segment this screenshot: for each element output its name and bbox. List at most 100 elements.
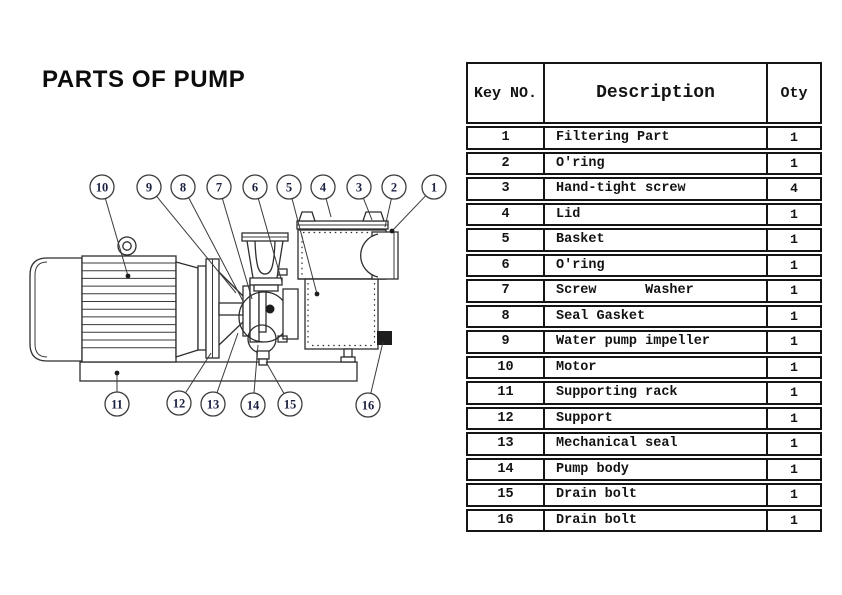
header-description: Description [545, 64, 768, 122]
key-cell: 12 [468, 408, 545, 428]
leader-line-1 [391, 195, 427, 232]
desc-cell: O'ring [545, 153, 768, 173]
callout-9 [136, 174, 162, 200]
callout-label-6: 6 [252, 180, 258, 194]
desc-cell: Seal Gasket [545, 306, 768, 326]
motor-fins [82, 262, 176, 349]
callout-label-15: 15 [284, 397, 297, 411]
pump-body [238, 268, 299, 366]
callout-16 [355, 392, 381, 418]
leader-dot-5 [314, 291, 320, 297]
callout-6 [242, 174, 268, 200]
callout-label-8: 8 [180, 180, 186, 194]
qty-cell: 1 [790, 461, 798, 477]
callout-label-16: 16 [362, 398, 375, 412]
desc-cell: Basket [545, 230, 768, 250]
leader-line-8 [188, 197, 244, 302]
qty-cell: 1 [790, 385, 798, 401]
desc-cell: Drain bolt [545, 510, 768, 530]
impeller-nut [265, 304, 275, 314]
inlet-funnel [241, 232, 289, 292]
desc-cell: O'ring [545, 255, 768, 275]
leader-dot-10 [125, 273, 131, 279]
callout-label-7: 7 [216, 180, 222, 194]
support [205, 258, 244, 359]
hand-tight-screw-right [362, 211, 385, 222]
callout-1 [421, 174, 447, 200]
leader-line-16 [370, 341, 384, 394]
key-cell: 3 [468, 179, 545, 199]
qty-cell: 1 [790, 487, 798, 503]
qty-cell: 1 [790, 257, 798, 273]
key-cell: 11 [468, 383, 545, 403]
callout-14 [240, 392, 266, 418]
desc-cell: Filtering Part [545, 128, 768, 148]
callout-15 [277, 391, 303, 417]
leader-line-15 [265, 361, 285, 394]
key-cell: 16 [468, 510, 545, 530]
lifting-eye-outer [117, 236, 137, 256]
qty-cell: 1 [790, 283, 798, 299]
desc-cell: Water pump impeller [545, 332, 768, 352]
desc-cell: Mechanical seal [545, 434, 768, 454]
callout-label-14: 14 [247, 398, 260, 412]
casing-flange [282, 288, 299, 340]
qty-cell: 1 [790, 512, 798, 528]
tank-lower [304, 278, 379, 350]
callout-label-11: 11 [111, 397, 123, 411]
leader-dot-11 [114, 370, 120, 376]
callout-label-9: 9 [146, 180, 152, 194]
leader-line-4 [325, 198, 332, 218]
casing-clip-bottom [277, 335, 288, 343]
key-cell: 13 [468, 434, 545, 454]
lifting-eye-inner [122, 241, 132, 251]
qty-cell: 1 [790, 130, 798, 146]
key-cell: 1 [468, 128, 545, 148]
support-leg-bottom [218, 321, 244, 346]
key-cell: 6 [468, 255, 545, 275]
qty-cell: 1 [790, 359, 798, 375]
qty-cell: 1 [790, 232, 798, 248]
key-cell: 8 [468, 306, 545, 326]
callout-11 [104, 391, 130, 417]
qty-cell: 1 [790, 436, 798, 452]
leader-line-14 [253, 344, 259, 394]
key-cell: 15 [468, 485, 545, 505]
leader-line-6 [257, 198, 283, 283]
qty-cell: 4 [790, 181, 798, 197]
support-leg-top [218, 271, 244, 297]
callout-label-13: 13 [207, 397, 220, 411]
callout-12 [166, 390, 192, 416]
drain-stub [256, 350, 270, 360]
key-cell: 9 [468, 332, 545, 352]
desc-cell: Supporting rack [545, 383, 768, 403]
key-cell: 2 [468, 153, 545, 173]
callout-label-4: 4 [320, 180, 327, 194]
header-key-no: Key NO. [468, 64, 545, 122]
key-cell: 4 [468, 204, 545, 224]
qty-cell: 1 [790, 334, 798, 350]
page-title: PARTS OF PUMP [42, 66, 246, 93]
desc-cell: Support [545, 408, 768, 428]
motor-neck [197, 265, 207, 351]
leader-dot-1 [389, 228, 395, 234]
desc-cell: Lid [545, 204, 768, 224]
desc-cell: Screw Washer [545, 281, 768, 301]
qty-cell: 1 [790, 308, 798, 324]
impeller-assembly [242, 279, 275, 343]
callout-7 [206, 174, 232, 200]
callout-13 [200, 391, 226, 417]
key-cell: 7 [468, 281, 545, 301]
